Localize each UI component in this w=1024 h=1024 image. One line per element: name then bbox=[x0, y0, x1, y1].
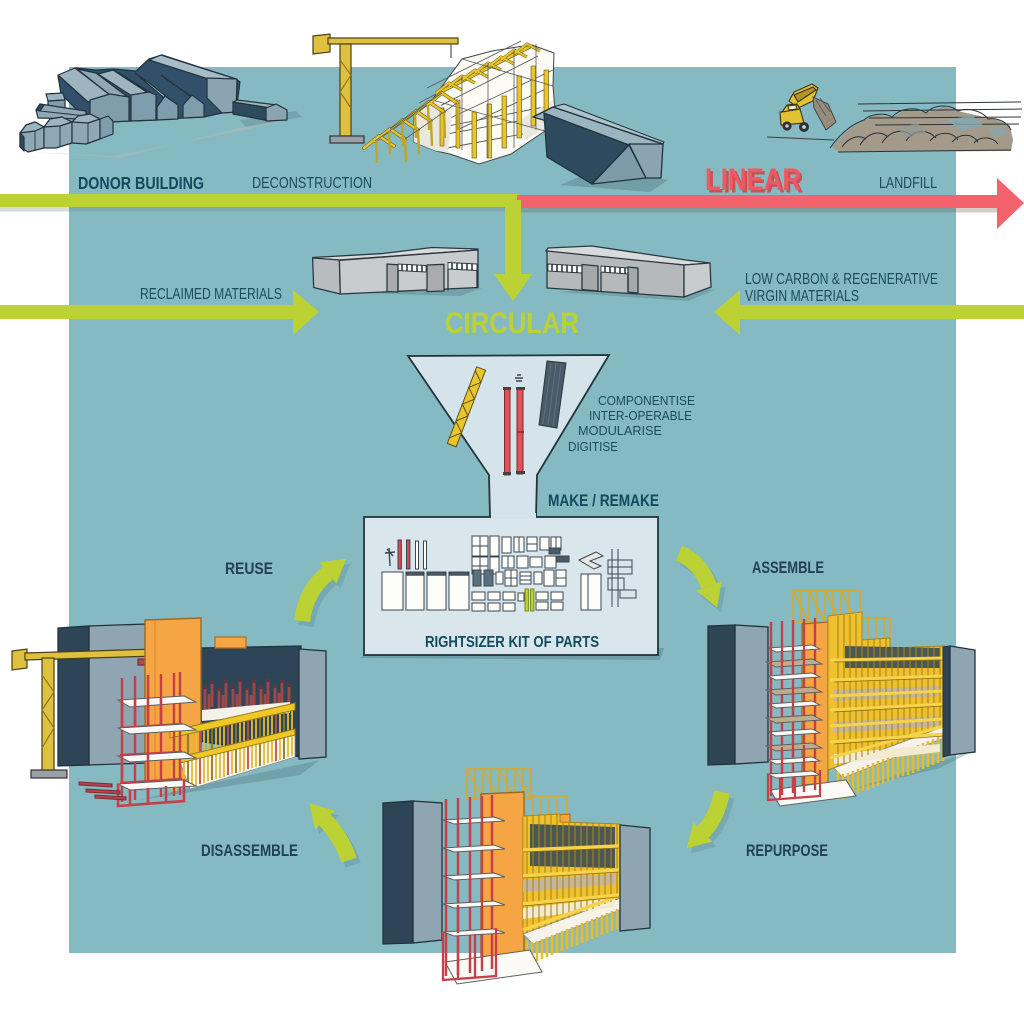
svg-text:RECLAIMED MATERIALS: RECLAIMED MATERIALS bbox=[140, 286, 282, 303]
svg-text:LANDFILL: LANDFILL bbox=[879, 175, 937, 192]
svg-text:COMPONENTISE: COMPONENTISE bbox=[598, 393, 695, 408]
svg-text:REUSE: REUSE bbox=[225, 559, 273, 578]
svg-text:REPURPOSE: REPURPOSE bbox=[746, 841, 828, 860]
svg-text:DISASSEMBLE: DISASSEMBLE bbox=[201, 841, 298, 860]
svg-text:MODULARISE: MODULARISE bbox=[578, 423, 662, 438]
svg-text:CIRCULAR: CIRCULAR bbox=[445, 307, 579, 340]
svg-text:VIRGIN MATERIALS: VIRGIN MATERIALS bbox=[745, 288, 859, 305]
svg-text:RIGHTSIZER KIT OF PARTS: RIGHTSIZER KIT OF PARTS bbox=[425, 634, 599, 651]
svg-text:LINEAR: LINEAR bbox=[708, 164, 804, 200]
svg-text:DIGITISE: DIGITISE bbox=[568, 439, 618, 454]
svg-text:INTER-OPERABLE: INTER-OPERABLE bbox=[589, 408, 692, 423]
svg-text:ASSEMBLE: ASSEMBLE bbox=[752, 558, 824, 577]
svg-text:LOW CARBON & REGENERATIVE: LOW CARBON & REGENERATIVE bbox=[745, 271, 938, 288]
svg-text:DECONSTRUCTION: DECONSTRUCTION bbox=[252, 175, 372, 192]
svg-text:LINEAR: LINEAR bbox=[705, 161, 801, 197]
svg-text:DONOR BUILDING: DONOR BUILDING bbox=[78, 173, 204, 193]
svg-text:MAKE / REMAKE: MAKE / REMAKE bbox=[548, 491, 659, 510]
